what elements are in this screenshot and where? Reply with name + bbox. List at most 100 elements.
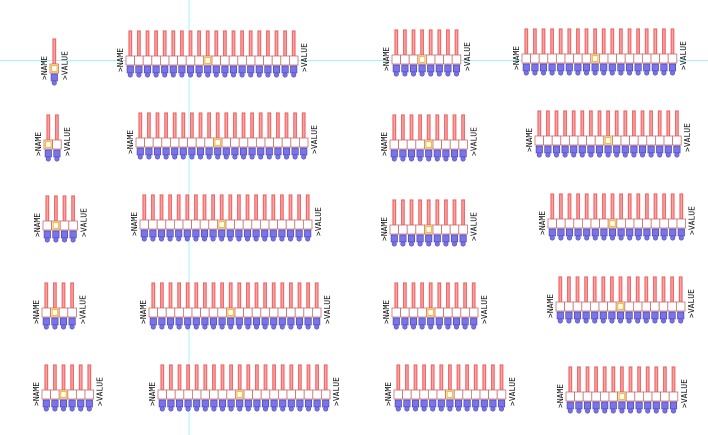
- pin: [61, 364, 66, 391]
- solder-pad: [212, 65, 220, 74]
- pin: [649, 110, 653, 137]
- pin: [263, 282, 267, 309]
- solder-pad: [418, 317, 426, 326]
- name-label: >NAME: [33, 213, 42, 237]
- pin: [420, 282, 424, 309]
- pin: [276, 112, 280, 139]
- body-cell: [389, 224, 400, 235]
- body-cell: [49, 63, 60, 74]
- pad-drill: [215, 154, 221, 160]
- pin: [223, 30, 227, 57]
- solder-pad: [231, 147, 239, 156]
- body-cell: [417, 307, 427, 318]
- pin: [240, 30, 245, 57]
- body-cell: [521, 53, 532, 64]
- pin-header-r5c1[interactable]: >NAME>VALUE: [32, 364, 105, 412]
- pin-header-r1c2[interactable]: >NAME>VALUE: [116, 30, 309, 78]
- pad-drill: [150, 236, 156, 242]
- value-label: >VALUE: [332, 377, 341, 406]
- pin: [550, 193, 555, 220]
- pin-header-r5c2[interactable]: >NAME>VALUE: [148, 364, 341, 412]
- solder-pad: [186, 65, 195, 74]
- pad-drill: [189, 154, 195, 160]
- pad-drill: [136, 72, 142, 78]
- body-cell: [663, 135, 674, 146]
- solder-pad: [143, 65, 152, 74]
- pin-header-r2c2[interactable]: >NAME>VALUE: [126, 112, 319, 160]
- pad-drill: [172, 154, 178, 160]
- body-cell: [76, 389, 86, 400]
- solder-pad: [399, 234, 407, 243]
- solder-pad: [647, 145, 655, 154]
- body-cell: [234, 307, 245, 318]
- pin-header-r3c2[interactable]: >NAME>VALUE: [130, 194, 323, 242]
- solder-pad: [261, 399, 270, 408]
- body-cell: [642, 218, 652, 229]
- pad-drill: [540, 70, 546, 76]
- pin: [401, 114, 405, 141]
- pad-drill: [404, 406, 410, 412]
- pin-header-r3c4[interactable]: >NAME>VALUE: [538, 193, 697, 241]
- pin: [229, 364, 234, 391]
- pad-drill: [162, 72, 168, 78]
- pad-drill: [408, 156, 414, 162]
- pin-header-r4c4[interactable]: >NAME>VALUE: [546, 276, 696, 324]
- value-label: >VALUE: [300, 43, 309, 72]
- solder-pad: [531, 63, 539, 72]
- pin-header-r2c4[interactable]: >NAME>VALUE: [525, 110, 692, 158]
- pad-drill: [601, 70, 607, 76]
- pin-header-r1c3[interactable]: >NAME>VALUE: [382, 29, 472, 77]
- pin-header-r3c1[interactable]: >NAME>VALUE: [33, 195, 88, 243]
- body-cell: [84, 389, 95, 400]
- pad-drill: [660, 318, 666, 324]
- pin-header-r4c2[interactable]: >NAME>VALUE: [139, 282, 332, 330]
- solder-pad: [270, 317, 278, 326]
- body-cell: [191, 389, 202, 400]
- pad-drill: [237, 406, 243, 412]
- body-cell: [298, 137, 309, 148]
- body-cell: [151, 55, 161, 66]
- pad-drill: [443, 241, 449, 247]
- solder-pad: [313, 399, 321, 408]
- pin-header-r4c1[interactable]: >NAME>VALUE: [32, 282, 87, 330]
- pin: [212, 364, 216, 391]
- pad-drill: [292, 154, 298, 160]
- solder-pad: [608, 228, 617, 237]
- pin: [636, 28, 640, 55]
- pad-drill: [220, 406, 226, 412]
- pin: [597, 110, 602, 137]
- pin-header-r1c4[interactable]: >NAME>VALUE: [512, 28, 688, 76]
- pin-header-r2c3[interactable]: >NAME>VALUE: [380, 114, 478, 162]
- solder-pad: [630, 145, 638, 154]
- pad-drill: [583, 318, 589, 324]
- pad-drill: [86, 406, 92, 412]
- pin: [679, 193, 684, 220]
- pin-header-r5c4[interactable]: >NAME>VALUE: [556, 366, 689, 414]
- body-cell: [277, 307, 288, 318]
- body-cell: [191, 219, 201, 230]
- pin: [666, 110, 671, 137]
- pin: [159, 194, 164, 221]
- pin-header-r4c3[interactable]: >NAME>VALUE: [382, 282, 489, 330]
- solder-pad: [218, 229, 226, 238]
- body-cell: [577, 135, 588, 146]
- pin-header-r3c3[interactable]: >NAME>VALUE: [380, 199, 478, 247]
- pin-header-r5c3[interactable]: >NAME>VALUE: [384, 364, 517, 412]
- pad-drill: [417, 241, 423, 247]
- pin: [593, 28, 597, 55]
- solder-pad: [287, 317, 295, 326]
- body-cell: [264, 137, 275, 148]
- solder-pad: [278, 229, 286, 238]
- solder-pad: [599, 311, 607, 320]
- pin: [241, 112, 246, 139]
- solder-pad: [183, 229, 191, 238]
- pin: [409, 199, 414, 226]
- body-cell: [451, 54, 462, 65]
- pin-header-r2c1[interactable]: >NAME>VALUE: [34, 114, 72, 162]
- pad-drill: [395, 406, 401, 412]
- pad-drill: [283, 154, 289, 160]
- pin: [289, 364, 294, 391]
- pin-header-r1c1[interactable]: >NAME>VALUE: [40, 38, 70, 86]
- solder-pad: [390, 149, 398, 158]
